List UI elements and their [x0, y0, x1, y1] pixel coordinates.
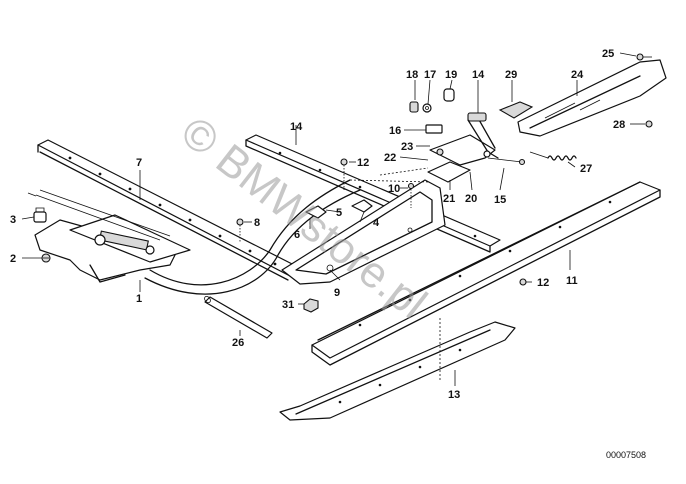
part-12-screw-lower — [519, 278, 527, 286]
label-27: 26 — [232, 337, 244, 349]
label-16: 15 — [494, 194, 506, 206]
label-25: 24 — [571, 69, 584, 81]
part-10-screw — [407, 182, 415, 208]
part-1-drive-assembly — [27, 189, 191, 283]
label-8: 8 — [254, 217, 260, 229]
label-30: 29 — [505, 69, 517, 81]
label-3: 3 — [10, 214, 16, 226]
label-22: 21 — [443, 193, 455, 205]
label-12-lower: 12 — [537, 277, 549, 289]
label-2: 2 — [10, 253, 16, 265]
part-26-screw — [636, 53, 652, 61]
part-labels: 7 1 3 2 8 14 12 5 6 4 9 31 26 10 18 17 1… — [10, 48, 625, 401]
label-21: 20 — [465, 193, 477, 205]
part-7-frame-rail — [37, 139, 301, 281]
label-9: 9 — [334, 287, 340, 299]
part-12-screw-upper — [340, 158, 348, 190]
label-26: 25 — [602, 48, 614, 60]
label-24: 23 — [401, 141, 413, 153]
label-23: 22 — [384, 152, 396, 164]
part-3-clip — [33, 207, 47, 223]
label-6: 6 — [294, 229, 300, 241]
part-28-spring — [529, 151, 577, 161]
label-29: 28 — [613, 119, 625, 131]
label-10: 10 — [388, 183, 400, 195]
label-4: 4 — [373, 217, 380, 229]
label-14: 14 — [290, 121, 303, 133]
part-9-inner-frame — [281, 179, 446, 285]
leader-lines — [21, 52, 645, 386]
part-8-screw — [236, 218, 244, 242]
part-5-drive-cable — [144, 179, 431, 295]
part-11-side-rail — [311, 181, 661, 366]
label-5: 5 — [336, 207, 342, 219]
part-27-guide-tube — [204, 295, 273, 339]
part-31-nut — [303, 298, 319, 313]
label-13: 13 — [448, 389, 460, 401]
label-31: 31 — [282, 299, 294, 311]
label-7: 7 — [136, 157, 142, 169]
part-4-bracket — [351, 199, 373, 213]
part-13-lower-rail — [279, 321, 516, 421]
label-11: 11 — [566, 275, 578, 287]
label-17: 16 — [389, 125, 401, 137]
part-29-screw — [645, 120, 653, 128]
label-15: 14 — [472, 69, 485, 81]
drawing-code: 00007508 — [606, 450, 646, 460]
part-6-bracket — [305, 205, 327, 219]
label-18: 17 — [424, 69, 436, 81]
label-12-upper: 12 — [357, 157, 369, 169]
part-19-screw — [409, 101, 419, 113]
part-18-washer — [422, 103, 432, 113]
label-28: 27 — [580, 163, 592, 175]
part-25-guide-rail — [517, 59, 667, 137]
part-30-cover — [498, 101, 534, 119]
lifter-mechanism — [379, 112, 526, 183]
label-20: 19 — [445, 69, 457, 81]
part-2-screw — [41, 253, 51, 263]
part-20-pin — [443, 88, 455, 102]
label-19: 18 — [406, 69, 418, 81]
label-1: 1 — [136, 293, 142, 305]
